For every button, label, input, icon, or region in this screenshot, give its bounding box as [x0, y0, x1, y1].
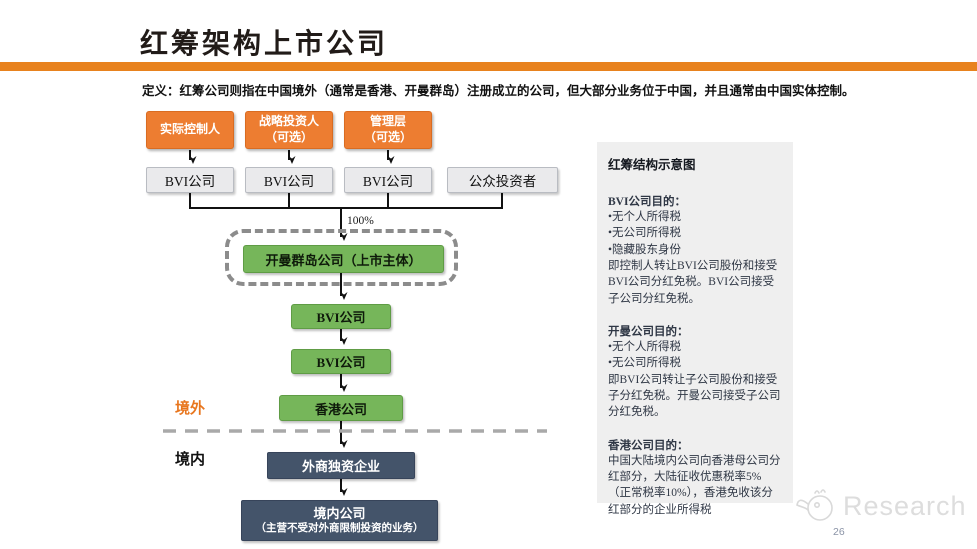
holding-label: BVI公司 — [263, 174, 315, 189]
info-section-heading: 香港公司目的： — [608, 439, 689, 452]
onshore-label: 境内 — [175, 452, 206, 468]
listed-entity-highlight — [225, 229, 458, 286]
info-section-bvi: BVI公司目的： •无个人所得税 •无公司所得税 •隐藏股东身份 即控制人转让B… — [608, 193, 783, 307]
info-panel: 红筹结构示意图 BVI公司目的： •无个人所得税 •无公司所得税 •隐藏股东身份… — [597, 142, 793, 516]
page-title: 红筹架构上市公司 — [140, 29, 389, 60]
holding-box-bvi-3: BVI公司 — [344, 167, 432, 193]
chain-box-bvi-1: BVI公司 — [291, 304, 391, 329]
wfoe-label: 外商独资企业 — [301, 459, 380, 474]
info-section-hongkong: 香港公司目的： 中国大陆境内公司向香港母公司分红部分，大陆征收优惠税率5%（正常… — [608, 437, 783, 518]
info-section-heading: 开曼公司目的： — [608, 325, 689, 338]
listed-entity-box: 开曼群岛公司（上市主体） — [243, 245, 444, 273]
holding-label: BVI公司 — [164, 174, 216, 189]
holding-box-bvi-2: BVI公司 — [245, 167, 333, 193]
info-panel-title: 红筹结构示意图 — [608, 158, 696, 172]
domestic-company-label: 境内公司 — [313, 505, 366, 521]
owner-label: 实际控制人 — [159, 122, 220, 137]
owner-label: 管理层 （可选） — [363, 114, 412, 144]
ownership-percentage: 100% — [347, 215, 374, 227]
domestic-company-box: 境内公司 （主营不受对外商限制投资的业务） — [241, 500, 438, 541]
info-section-heading: BVI公司目的： — [608, 196, 686, 208]
accent-bar — [0, 62, 977, 71]
info-section-cayman: 开曼公司目的： •无个人所得税 •无公司所得税 即BVI公司转让子公司股份和接受… — [608, 323, 783, 421]
info-section-body: •无个人所得税 •无公司所得税 •隐藏股东身份 即控制人转让BVI公司股份和接受… — [608, 211, 778, 305]
holding-label: BVI公司 — [362, 174, 414, 189]
page-number: 26 — [833, 526, 845, 538]
brand-watermark: Research — [793, 486, 967, 526]
brand-text: Research — [843, 490, 967, 521]
domestic-company-note: （主营不受对外商限制投资的业务） — [255, 523, 424, 535]
holding-box-bvi-1: BVI公司 — [146, 167, 234, 193]
owner-label: 战略投资人 （可选） — [258, 114, 319, 144]
holding-label: 公众投资者 — [468, 174, 537, 189]
definition-text: 定义：红筹公司则指在中国境外（通常是香港、开曼群岛）注册成立的公司，但大部分业务… — [142, 84, 855, 98]
chain-label: BVI公司 — [316, 310, 366, 325]
chain-box-hongkong: 香港公司 — [279, 395, 403, 421]
owner-box-strategic-investor: 战略投资人 （可选） — [245, 111, 333, 149]
chain-label: BVI公司 — [316, 355, 366, 370]
info-section-body: •无个人所得税 •无公司所得税 即BVI公司转让子公司股份和接受子分红免税。开曼… — [608, 340, 781, 419]
owner-box-management: 管理层 （可选） — [344, 111, 432, 149]
owner-box-actual-controller: 实际控制人 — [146, 111, 234, 149]
holding-box-public-investors: 公众投资者 — [447, 167, 558, 193]
listed-entity-label: 开曼群岛公司（上市主体） — [265, 252, 422, 268]
whale-doodle-icon — [796, 489, 833, 521]
info-section-body: 中国大陆境内公司向香港母公司分红部分，大陆征收优惠税率5%（正常税率10%），香… — [608, 454, 781, 516]
offshore-label: 境外 — [175, 401, 206, 417]
chain-label: 香港公司 — [314, 401, 367, 417]
chain-box-bvi-2: BVI公司 — [291, 349, 391, 374]
wfoe-box: 外商独资企业 — [267, 452, 415, 479]
